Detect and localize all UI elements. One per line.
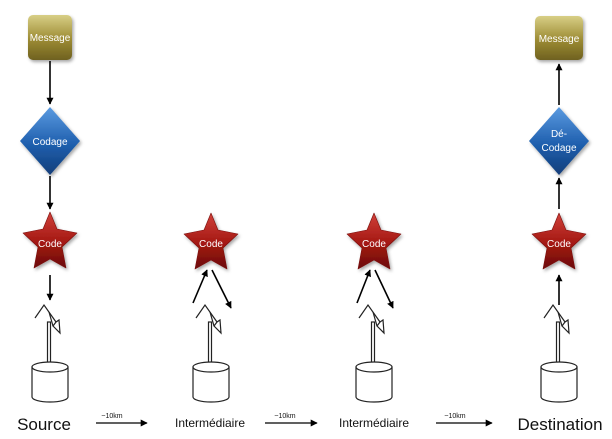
arrow-code-to-antenna-relay-1	[211, 269, 232, 309]
code-star-source	[22, 211, 78, 269]
station-label-source: Source	[17, 415, 71, 434]
distance-label-2: ~10km	[274, 413, 295, 420]
message-box-source	[28, 15, 72, 60]
codage-diamond	[20, 107, 80, 175]
code-label-relay-1: Code	[199, 239, 223, 250]
decodage-diamond	[529, 107, 589, 175]
message-box-destination	[535, 16, 583, 60]
message-label-source: Message	[30, 33, 71, 44]
antenna-destination	[540, 303, 578, 403]
arrow-antenna-to-code-relay-1	[192, 269, 208, 304]
code-label-source: Code	[38, 239, 62, 250]
code-star-destination	[531, 212, 587, 270]
arrow-antenna-to-code-relay-2	[356, 269, 371, 304]
decodage-label-line-2: Codage	[541, 143, 576, 154]
code-star-relay-1	[183, 212, 239, 270]
antenna-source	[31, 303, 69, 403]
arrow-code-to-antenna-relay-2	[374, 269, 394, 309]
distance-label-1: ~10km	[101, 413, 122, 420]
code-label-relay-2: Code	[362, 239, 386, 250]
station-label-relay-2: Intermédiaire	[339, 416, 409, 430]
station-label-relay-1: Intermédiaire	[175, 416, 245, 430]
antenna-relay-1	[192, 303, 230, 403]
codage-label: Codage	[32, 137, 67, 148]
distance-label-3: ~10km	[444, 413, 465, 420]
decodage-label-line-1: Dé-	[551, 129, 567, 140]
station-label-destination: Destination	[517, 415, 602, 434]
antenna-relay-2	[355, 303, 393, 403]
message-label-destination: Message	[539, 34, 580, 45]
code-label-destination: Code	[547, 239, 571, 250]
code-star-relay-2	[346, 212, 402, 270]
